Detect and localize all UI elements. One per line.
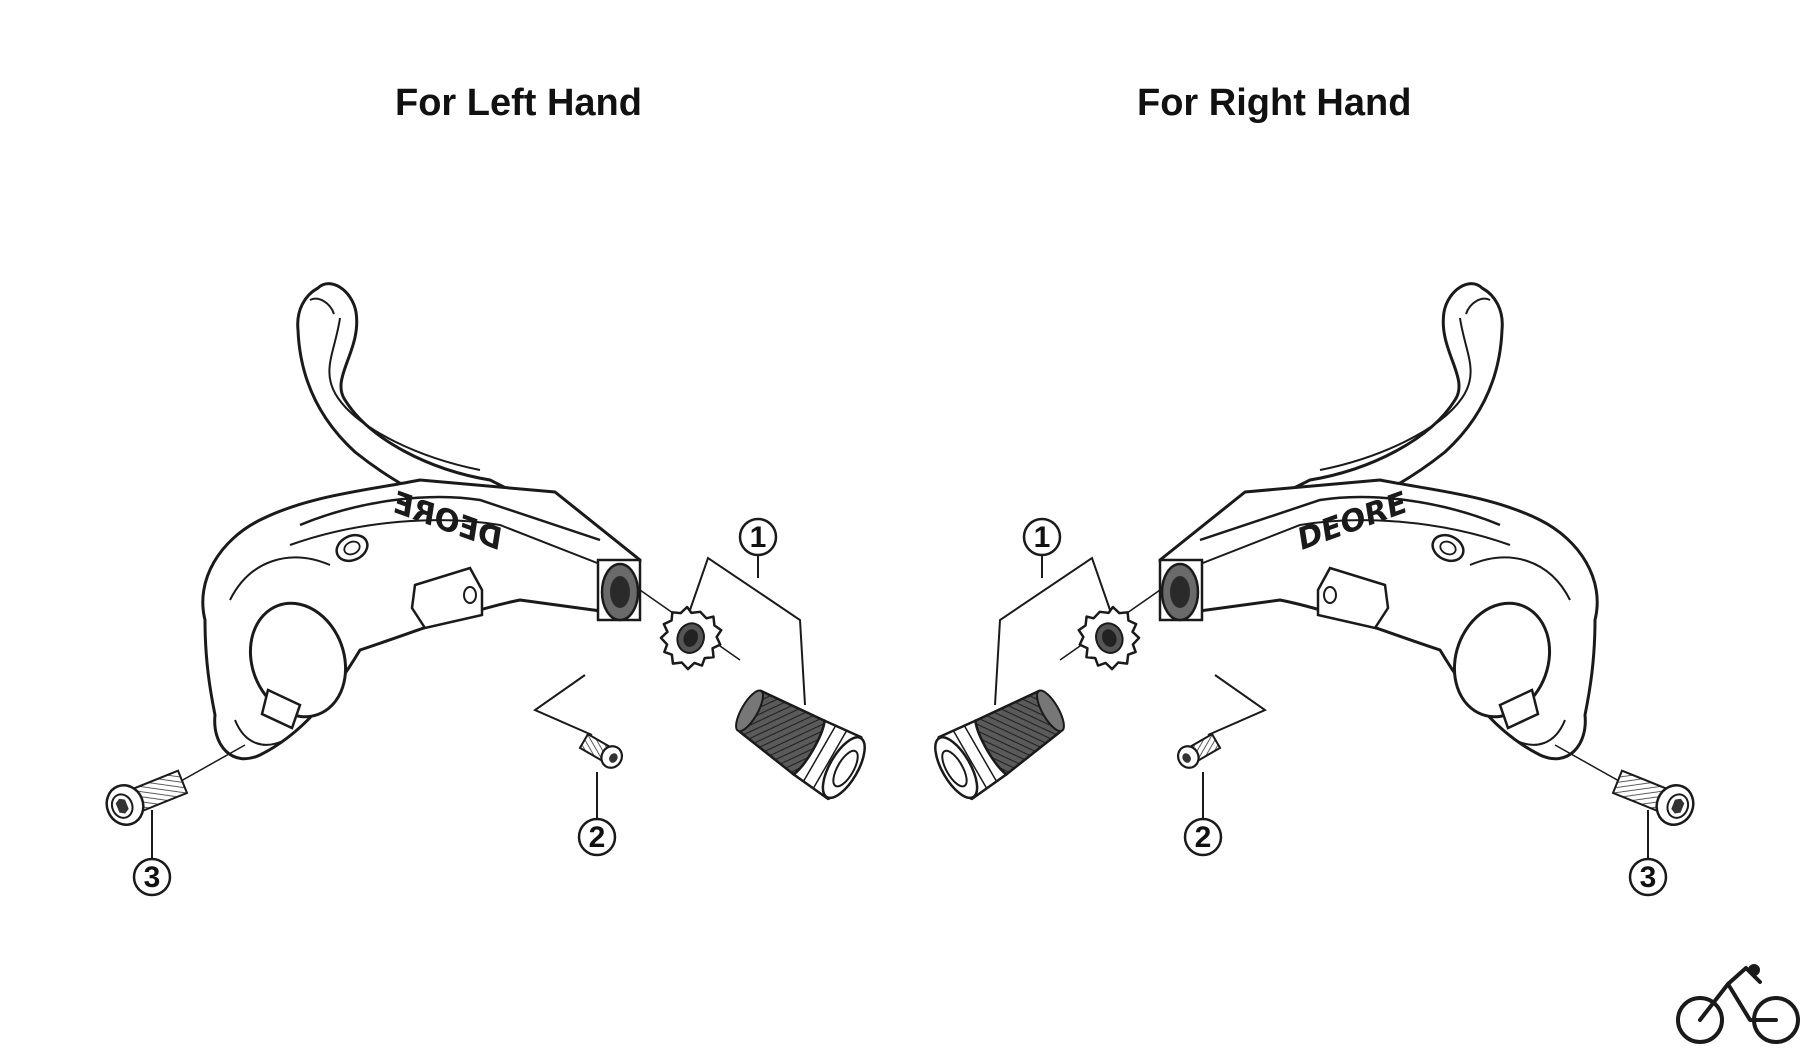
right-callout-1: 1 xyxy=(1022,517,1062,557)
right-clamp-bolt xyxy=(1608,761,1701,832)
svg-text:1: 1 xyxy=(750,521,767,554)
left-callout-1: 1 xyxy=(738,517,778,557)
right-lever-group: DEORE 1 2 3 xyxy=(925,282,1701,897)
svg-text:2: 2 xyxy=(1195,821,1212,854)
left-adjuster-nut xyxy=(650,600,730,678)
left-clamp-bolt xyxy=(99,761,192,832)
svg-text:1: 1 xyxy=(1034,521,1051,554)
bicycle-icon xyxy=(1676,964,1800,1044)
left-barrel-adjuster xyxy=(722,677,875,807)
left-callout-2: 2 xyxy=(577,817,617,857)
right-barrel-adjuster xyxy=(925,677,1078,807)
svg-text:2: 2 xyxy=(589,821,606,854)
left-lever-group: DEORE 1 2 3 xyxy=(99,282,875,897)
right-set-screw xyxy=(1173,730,1223,773)
title-right-hand: For Right Hand xyxy=(1137,82,1412,124)
left-set-screw xyxy=(577,730,627,773)
left-callout-3: 3 xyxy=(132,857,172,897)
right-adjuster-nut xyxy=(1070,600,1150,678)
right-callout-2: 2 xyxy=(1183,817,1223,857)
svg-text:3: 3 xyxy=(1640,861,1657,894)
svg-text:3: 3 xyxy=(144,861,161,894)
title-left-hand: For Left Hand xyxy=(395,82,642,124)
right-callout-3: 3 xyxy=(1628,857,1668,897)
